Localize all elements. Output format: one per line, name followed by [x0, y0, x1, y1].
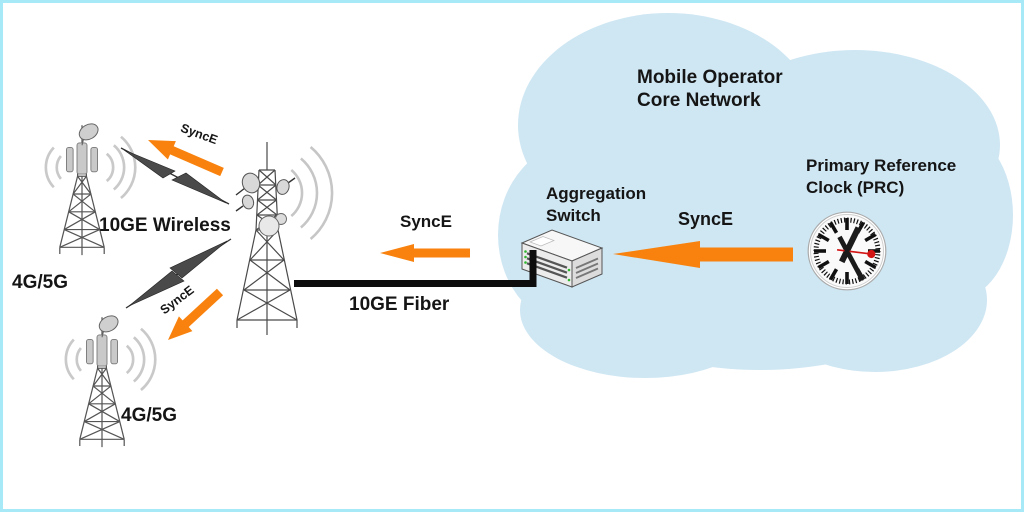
- clock-hour-hand: [839, 226, 862, 264]
- prc-clock: [807, 211, 887, 291]
- aggregation-switch-label-line1: Aggregation: [546, 184, 647, 203]
- wireless-link-top: [120, 147, 230, 205]
- clock-second-hand: [836, 248, 876, 259]
- fiber-cable: [294, 250, 537, 287]
- microwave-dishes: [235, 172, 296, 237]
- switch-vents: [575, 257, 599, 279]
- synce-arrow-wireless-bottom: [168, 288, 224, 340]
- tower-top-left-label: 4G/5G: [12, 272, 68, 293]
- lightning-bolt-icon: [128, 240, 228, 307]
- wireless-label: 10GE Wireless: [99, 215, 231, 236]
- signal-arcs: [290, 146, 334, 240]
- synce-arrows: [148, 140, 793, 340]
- macro-tower: [235, 142, 334, 335]
- core-network-label-line1: Mobile Operator: [637, 67, 783, 88]
- wireless-link-bottom: [125, 238, 232, 309]
- synce-core-label: SyncE: [678, 209, 734, 229]
- prc-label-line1: Primary Reference: [806, 156, 957, 175]
- synce-arrow-fiber: [380, 244, 470, 262]
- fiber-label: 10GE Fiber: [349, 294, 450, 315]
- core-network-label: Mobile Operator Core Network: [637, 66, 783, 112]
- prc-label-line2: Clock (PRC): [806, 178, 905, 197]
- aggregation-switch-label: Aggregation Switch: [546, 183, 646, 227]
- clock-center-dot: [844, 248, 850, 254]
- synce-fiber-label: SyncE: [400, 212, 452, 231]
- clock-hour-ticks: [814, 218, 880, 284]
- synce-arrow-core: [613, 241, 793, 268]
- aggregation-switch-label-line2: Switch: [546, 206, 601, 225]
- prc-label: Primary Reference Clock (PRC): [806, 155, 956, 199]
- lightning-bolt-icon: [123, 149, 227, 204]
- tower-lattice: [236, 142, 298, 335]
- tower-bottom-left-label: 4G/5G: [121, 405, 177, 426]
- synce-arrow-wireless-top: [148, 140, 224, 177]
- clock-minute-hand: [837, 235, 865, 282]
- core-network-label-line2: Core Network: [637, 90, 761, 111]
- switch-leds: [524, 250, 571, 282]
